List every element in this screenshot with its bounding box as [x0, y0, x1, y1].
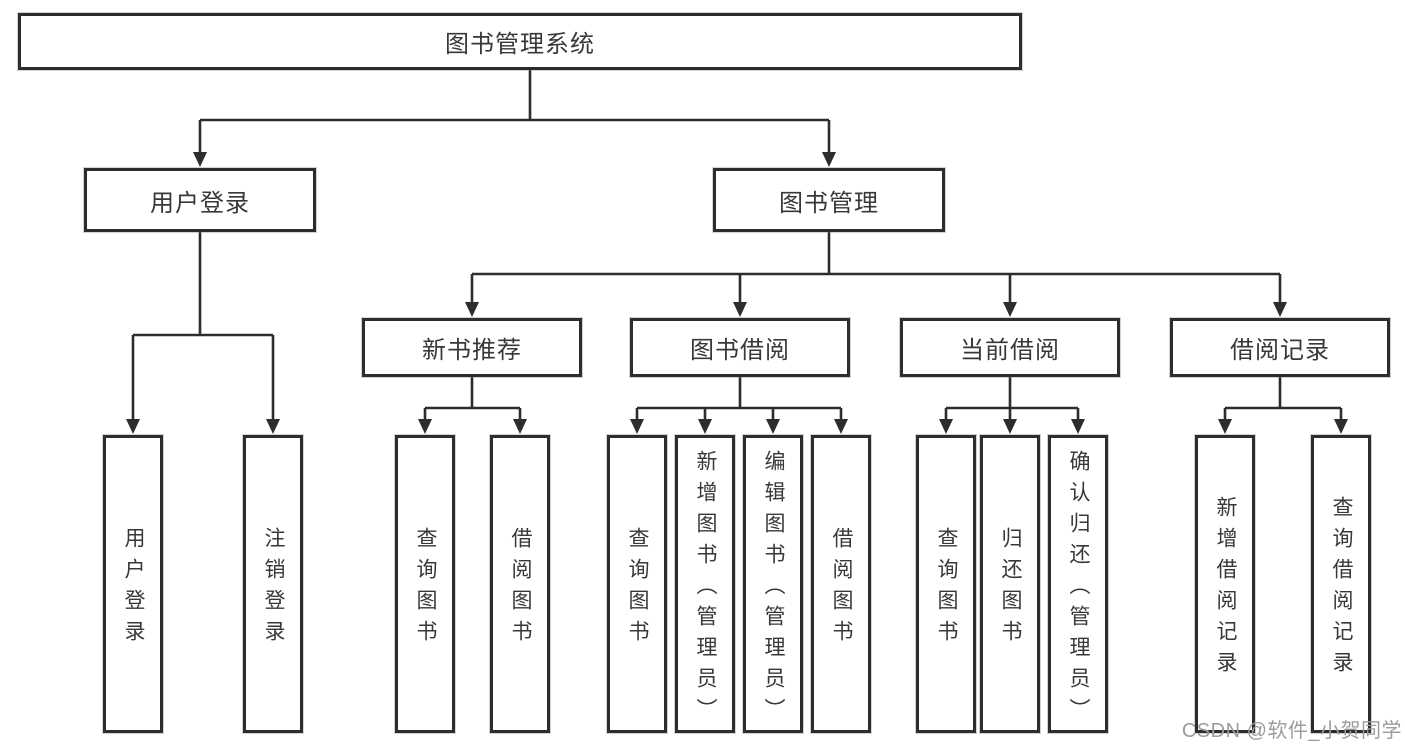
leaf-confirm-return-admin: 确认归还（管理员） [1048, 435, 1108, 733]
node-book-management-label: 图书管理 [779, 189, 879, 217]
leaf-edit-book-admin-label: 编辑图书（管理员） [762, 449, 785, 729]
leaf-user-login: 用户登录 [103, 435, 163, 733]
leaf-query-borrow-record-label: 查询借阅记录 [1330, 496, 1353, 682]
leaf-logout: 注销登录 [243, 435, 303, 733]
node-user-login: 用户登录 [84, 168, 316, 232]
leaf-borrow-books-recommend: 借阅图书 [490, 435, 550, 733]
node-new-book-recommendation-label: 新书推荐 [422, 337, 522, 364]
leaf-query-books-current: 查询图书 [916, 435, 976, 733]
node-current-borrowing: 当前借阅 [900, 318, 1120, 377]
node-root-label: 图书管理系统 [445, 31, 595, 58]
wire-user-login-group [131, 232, 275, 421]
wire-borrow-records-group [1223, 377, 1343, 421]
leaf-return-book: 归还图书 [980, 435, 1040, 733]
leaf-logout-label: 注销登录 [262, 527, 285, 651]
leaf-query-books-current-label: 查询图书 [935, 527, 958, 651]
wire-current-borrow-group [944, 377, 1080, 421]
node-user-login-label: 用户登录 [150, 189, 250, 217]
wire-book-management-group [470, 232, 1282, 304]
node-root: 图书管理系统 [18, 13, 1022, 70]
node-book-borrowing-label: 图书借阅 [690, 337, 790, 364]
leaf-borrow-books-borrowing: 借阅图书 [811, 435, 871, 733]
leaf-add-book-admin: 新增图书（管理员） [675, 435, 735, 733]
leaf-return-book-label: 归还图书 [999, 527, 1022, 651]
leaf-borrow-books-borrowing-label: 借阅图书 [830, 527, 853, 651]
leaf-add-borrow-record: 新增借阅记录 [1195, 435, 1255, 733]
leaf-query-borrow-record: 查询借阅记录 [1311, 435, 1371, 733]
node-book-borrowing: 图书借阅 [630, 318, 850, 377]
leaf-user-login-label: 用户登录 [122, 527, 145, 651]
leaf-query-books-recommend-label: 查询图书 [414, 527, 437, 651]
wire-root-to-level2 [198, 70, 831, 154]
wire-new-book-group [423, 377, 522, 421]
arrowheads [126, 152, 1348, 434]
csdn-watermark: CSDN @软件_小贺同学 [1181, 720, 1402, 742]
leaf-add-borrow-record-label: 新增借阅记录 [1214, 496, 1237, 682]
node-new-book-recommendation: 新书推荐 [362, 318, 582, 377]
leaf-query-books-borrowing-label: 查询图书 [626, 527, 649, 651]
wire-book-borrow-group [635, 377, 843, 421]
leaf-borrow-books-recommend-label: 借阅图书 [509, 527, 532, 651]
leaf-confirm-return-admin-label: 确认归还（管理员） [1067, 449, 1090, 729]
leaf-add-book-admin-label: 新增图书（管理员） [694, 449, 717, 729]
leaf-edit-book-admin: 编辑图书（管理员） [743, 435, 803, 733]
leaf-query-books-recommend: 查询图书 [395, 435, 455, 733]
node-borrowing-records-label: 借阅记录 [1230, 337, 1330, 364]
node-borrowing-records: 借阅记录 [1170, 318, 1390, 377]
node-book-management: 图书管理 [713, 168, 945, 232]
node-current-borrowing-label: 当前借阅 [960, 337, 1060, 364]
leaf-query-books-borrowing: 查询图书 [607, 435, 667, 733]
